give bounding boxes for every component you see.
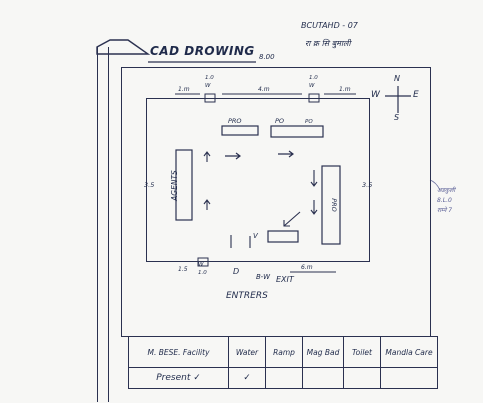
table-cell — [302, 367, 344, 389]
table-header-cell: Mag Bad — [302, 336, 344, 368]
window-top-right: 1.0 W — [309, 75, 318, 89]
table-cell — [265, 367, 303, 389]
table-header-cell: Ramp — [265, 336, 303, 368]
side-note: अडकुली 8.L.0 राम्ने 7 — [437, 187, 456, 214]
table-header-cell: Mandla Care — [380, 336, 438, 368]
table-row: Present ✓ ✓ — [128, 367, 438, 389]
agents-label: AGENTS — [169, 170, 179, 201]
window-bottom-left: W 1.0 — [198, 262, 207, 276]
dim-bottom-right: 6.m — [301, 264, 313, 271]
compass-north: N — [394, 74, 400, 83]
table-cell: Present ✓ — [128, 367, 229, 389]
title-suffix: 8.00 — [259, 53, 275, 61]
facility-table: M. BESE. Facility Water Ramp Mag Bad Toi… — [128, 336, 438, 389]
page-title: CAD DROWING — [150, 44, 255, 58]
window-top-left: 1.0 W — [205, 75, 214, 89]
right-box-label: PRO — [329, 198, 338, 212]
table-header-cell: Toilet — [343, 336, 381, 368]
table-header-row: M. BESE. Facility Water Ramp Mag Bad Toi… — [128, 336, 438, 368]
dim-left: 3.5 — [144, 181, 155, 189]
subtitle-hindi: रा क्र सि बुमाली — [305, 39, 351, 48]
table-cell — [343, 367, 381, 389]
exit-label: EXIT — [276, 275, 294, 284]
door-label: D — [233, 267, 240, 276]
compass-west: W — [371, 90, 380, 100]
dim-top-left: 1.m — [178, 86, 190, 93]
table-header-cell: Water — [228, 336, 266, 368]
dim-bottom-left: 1.5 — [178, 266, 188, 273]
compass-east: E — [413, 90, 419, 100]
booth-code: BCUTAHD - 07 — [301, 21, 358, 30]
flag-pole — [97, 47, 109, 402]
box-pro-label: PRO — [228, 117, 242, 125]
dim-right: 3.5 — [362, 181, 373, 189]
inner-room — [146, 98, 370, 262]
table-cell: ✓ — [228, 367, 266, 389]
dim-top-right: 1.m — [339, 86, 351, 93]
box-po-label: PO — [275, 117, 285, 125]
bw-label: B-W — [256, 273, 271, 281]
box-po-small-label: PO — [305, 119, 313, 125]
entry-label: ENTRERS — [226, 291, 268, 301]
compass-south: S — [394, 113, 400, 122]
dim-top-mid: 4.m — [258, 86, 270, 93]
table-cell — [380, 367, 438, 389]
exit-box-label: V — [253, 232, 258, 240]
table-header-cell: M. BESE. Facility — [128, 336, 229, 368]
